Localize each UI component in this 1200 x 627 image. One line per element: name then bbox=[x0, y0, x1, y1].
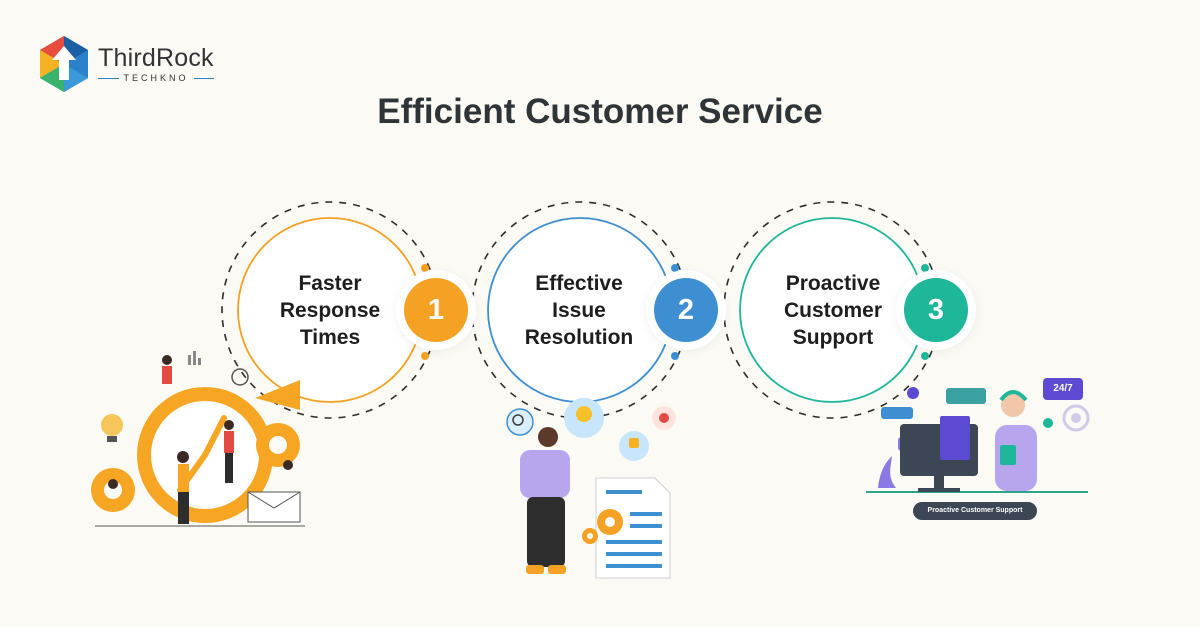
person-icon bbox=[108, 479, 118, 489]
step-2-number-badge: 2 bbox=[654, 278, 718, 342]
chat-bubble-icon bbox=[946, 388, 986, 404]
step-1-line-3: Times bbox=[299, 326, 361, 349]
phone-icon bbox=[907, 387, 919, 399]
chat-bubble-icon bbox=[881, 407, 913, 419]
step-3-line-3: Support bbox=[792, 326, 874, 349]
logo-sub-wrap: TECHKNO bbox=[98, 73, 215, 83]
person-icon bbox=[538, 427, 558, 447]
logo-name: ThirdRock bbox=[98, 44, 214, 72]
step-1-line-2: Response bbox=[279, 299, 381, 322]
step-3-number-badge: 3 bbox=[904, 278, 968, 342]
logo-rule-right bbox=[193, 77, 215, 79]
illustration-clock-team bbox=[91, 351, 305, 527]
illustration-issue-resolution bbox=[506, 398, 676, 579]
lightbulb-icon bbox=[101, 414, 123, 436]
logo: ThirdRock TECHKNO bbox=[34, 34, 234, 94]
person-icon bbox=[177, 451, 189, 463]
step-3-label: Proactive Customer Support bbox=[758, 270, 908, 351]
illustration-support-desk bbox=[866, 387, 1090, 493]
step-2-line-1: Effective bbox=[535, 272, 623, 295]
tablet-icon bbox=[1000, 445, 1016, 465]
step-3-line-2: Customer bbox=[783, 299, 883, 322]
step-1-dot-bottom bbox=[421, 352, 429, 360]
magnifier-icon bbox=[506, 408, 534, 436]
step-1-label: Faster Response Times bbox=[255, 270, 405, 351]
megaphone-icon bbox=[255, 380, 300, 410]
gear-icon bbox=[1043, 418, 1053, 428]
person-icon bbox=[162, 355, 172, 365]
logo-rule-left bbox=[98, 77, 119, 79]
24-7-tag: 24/7 bbox=[1043, 378, 1083, 400]
page-title: Efficient Customer Service bbox=[377, 92, 823, 131]
step-1-line-1: Faster bbox=[298, 272, 362, 295]
step-1-dot-top bbox=[421, 264, 429, 272]
step-3-line-1: Proactive bbox=[785, 272, 881, 295]
step-2-line-2: Issue bbox=[552, 299, 606, 322]
person-icon bbox=[1001, 393, 1025, 417]
chat-window-icon bbox=[940, 416, 970, 460]
logo-subtitle: TECHKNO bbox=[123, 73, 189, 83]
step-2-dot-top bbox=[671, 264, 679, 272]
step-1-number-badge: 1 bbox=[404, 278, 468, 342]
plant-icon bbox=[878, 456, 896, 488]
step-3-dot-top bbox=[921, 264, 929, 272]
step-2-line-3: Resolution bbox=[524, 326, 634, 349]
step-2-label: Effective Issue Resolution bbox=[504, 270, 654, 351]
target-icon bbox=[1062, 404, 1090, 432]
person-icon bbox=[283, 460, 293, 470]
logo-mark-icon bbox=[40, 36, 88, 92]
person-icon bbox=[224, 420, 234, 430]
step-3-dot-bottom bbox=[921, 352, 929, 360]
gear-outline-icon bbox=[231, 368, 249, 386]
support-badge: Proactive Customer Support bbox=[913, 502, 1037, 520]
step-2-dot-bottom bbox=[671, 352, 679, 360]
